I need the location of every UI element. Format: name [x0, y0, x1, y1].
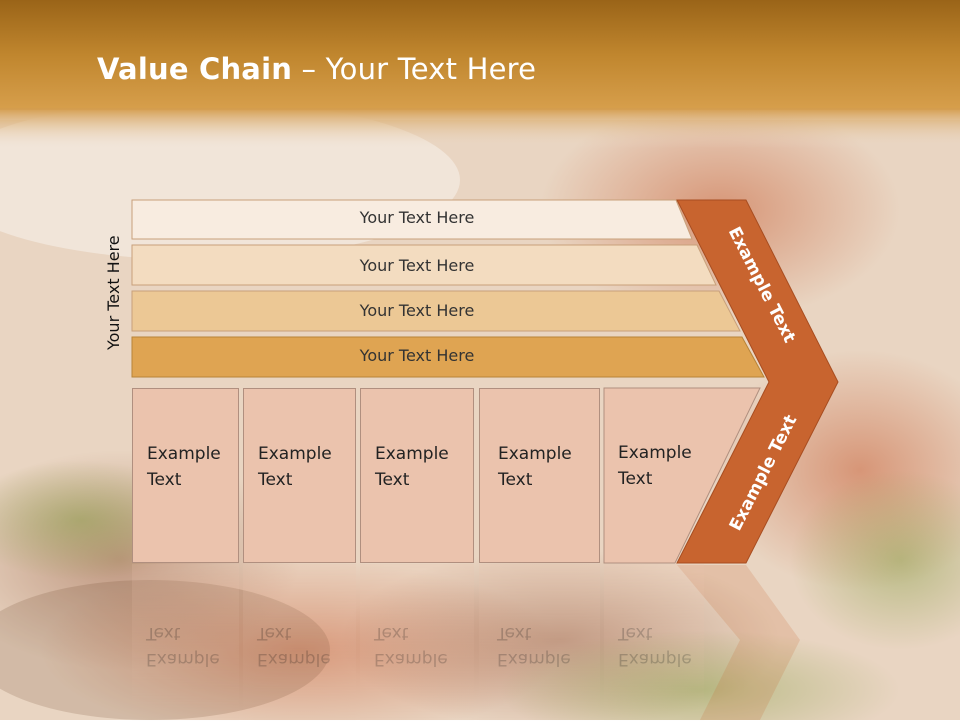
- box-2-reflection: Example Text: [243, 564, 356, 724]
- title-bold: Value Chain: [97, 52, 293, 86]
- box-2-line2: Text: [258, 470, 293, 490]
- box-4-line2: Text: [498, 470, 533, 490]
- box-5-reflection-line1: Example: [618, 649, 692, 669]
- box-5-line1: Example: [618, 443, 692, 463]
- box-5-shape: [603, 387, 761, 564]
- row-bar-2: [131, 244, 717, 286]
- box-5: Example Text: [604, 388, 704, 563]
- row-label-1: Your Text Here: [359, 208, 475, 227]
- box-4-line1: Example: [498, 444, 572, 464]
- box-3-line2: Text: [375, 470, 410, 490]
- row-bar-4: [131, 336, 765, 378]
- title-rest: – Your Text Here: [292, 52, 537, 86]
- box-2-reflection-line1: Example: [257, 649, 331, 669]
- box-3-reflection: Example Text: [360, 564, 474, 724]
- box-3-reflection-line1: Example: [374, 649, 448, 669]
- side-label: Your Text Here: [104, 235, 123, 350]
- box-2-reflection-line2: Text: [257, 623, 292, 643]
- row-bar-3: [131, 290, 741, 332]
- box-2: Example Text: [243, 388, 356, 563]
- row-bar-1: [131, 199, 693, 240]
- box-3-reflection-line2: Text: [374, 623, 409, 643]
- arrow-shape: [676, 199, 839, 564]
- box-1-reflection-line2: Text: [146, 623, 181, 643]
- box-4-reflection-line2: Text: [497, 623, 532, 643]
- box-2-line1: Example: [258, 444, 332, 464]
- box-1-reflection: Example Text: [132, 564, 239, 724]
- box-4-reflection: Example Text: [479, 564, 600, 724]
- box-1-line2: Text: [147, 470, 182, 490]
- box-5-line2: Text: [618, 469, 653, 489]
- box-5-reflection: Example Text: [604, 564, 704, 724]
- box-1-reflection-line1: Example: [146, 649, 220, 669]
- box-4-reflection-line1: Example: [497, 649, 571, 669]
- row-label-2: Your Text Here: [359, 256, 475, 275]
- box-1: Example Text: [132, 388, 239, 563]
- box-3: Example Text: [360, 388, 474, 563]
- row-label-3: Your Text Here: [359, 301, 475, 320]
- row-label-4: Your Text Here: [359, 346, 475, 365]
- arrow-reflection: [677, 565, 800, 720]
- slide-title: Value Chain – Your Text Here: [97, 52, 536, 86]
- box-4: Example Text: [479, 388, 600, 563]
- box-5-reflection-line2: Text: [618, 623, 653, 643]
- box-1-line1: Example: [147, 444, 221, 464]
- box-3-line1: Example: [375, 444, 449, 464]
